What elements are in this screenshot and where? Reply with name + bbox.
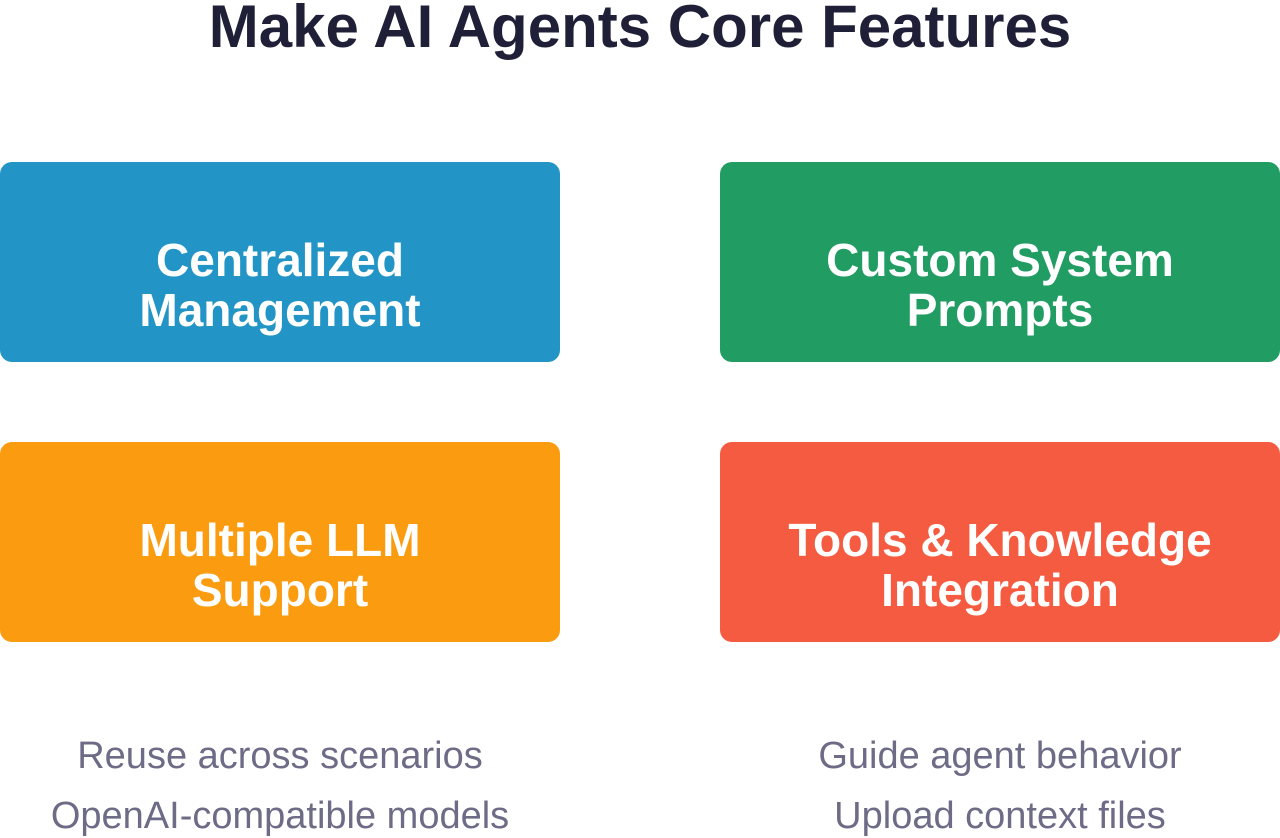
note-reuse-across-scenarios: Reuse across scenarios <box>77 735 483 777</box>
feature-card-label: Centralized Management <box>139 235 420 335</box>
feature-card-label-line2: Prompts <box>906 284 1094 336</box>
feature-card-label-line2: Support <box>191 564 369 616</box>
feature-card-label-line1: Centralized <box>156 234 404 286</box>
feature-card-label: Tools & Knowledge Integration <box>788 515 1211 615</box>
feature-card-tools-knowledge-integration: Tools & Knowledge Integration <box>720 442 1280 642</box>
feature-card-label-line2: Integration <box>881 564 1119 616</box>
feature-card-label-line1: Tools & Knowledge <box>788 514 1212 566</box>
feature-card-label-line2: Management <box>139 284 421 336</box>
feature-card-multiple-llm-support: Multiple LLM Support <box>0 442 560 642</box>
feature-card-label-line1: Multiple LLM <box>139 514 421 566</box>
feature-card-custom-system-prompts: Custom System Prompts <box>720 162 1280 362</box>
feature-card-label-line1: Custom System <box>826 234 1174 286</box>
note-guide-agent-behavior: Guide agent behavior <box>818 735 1182 777</box>
feature-card-centralized-management: Centralized Management <box>0 162 560 362</box>
feature-card-label: Custom System Prompts <box>826 235 1174 335</box>
feature-card-label: Multiple LLM Support <box>139 515 420 615</box>
note-upload-context-files: Upload context files <box>834 795 1166 837</box>
note-openai-compatible-models: OpenAI-compatible models <box>50 795 510 837</box>
page-title: Make AI Agents Core Features <box>208 0 1072 60</box>
